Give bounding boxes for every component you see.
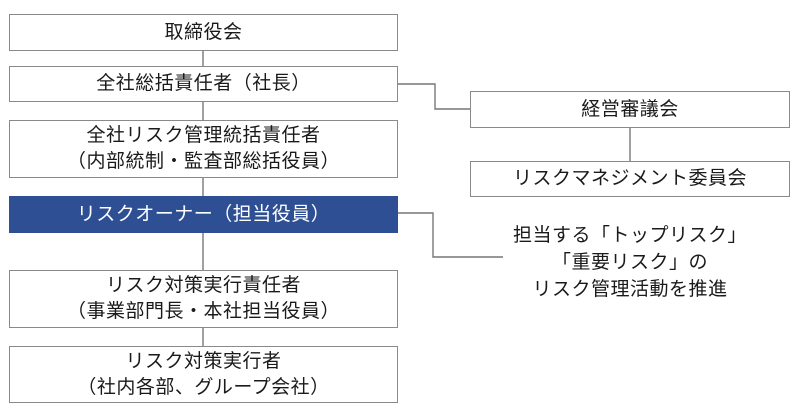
risk-owner-label: リスクオーナー（担当役員） <box>76 202 331 225</box>
note-line-3: リスク管理活動を推進 <box>532 277 728 300</box>
executors-subtitle: （社内各部、グループ会社） <box>77 375 330 398</box>
countermeasure-lead-subtitle: （事業部門長・本社担当役員） <box>66 300 340 322</box>
branch-to-management-council <box>397 83 470 110</box>
rm-committee-label: リスクマネジメント委員会 <box>512 167 747 190</box>
president-label: 全社総括責任者（社長） <box>96 72 311 95</box>
owner-to-note-line <box>397 212 503 258</box>
note-line-2: 「重要リスク」の <box>551 250 708 273</box>
executors-title: リスク対策実行者 <box>125 349 282 372</box>
risk-officer-subtitle: （内部統制・監査部総括役員） <box>66 150 340 172</box>
risk-officer-box: 全社リスク管理統括責任者 （内部統制・監査部総括役員） <box>9 120 398 178</box>
board-label: 取締役会 <box>164 20 243 43</box>
president-box: 全社総括責任者（社長） <box>9 66 398 102</box>
note-line-1: 担当する「トップリスク」 <box>512 224 747 246</box>
rm-committee-box: リスクマネジメント委員会 <box>470 161 790 197</box>
risk-owner-note: 担当する「トップリスク」 「重要リスク」の リスク管理活動を推進 <box>505 222 755 303</box>
risk-officer-title: 全社リスク管理統括責任者 <box>86 124 321 147</box>
management-council-label: 経営審議会 <box>581 97 679 120</box>
risk-owner-box: リスクオーナー（担当役員） <box>9 196 398 233</box>
executors-box: リスク対策実行者 （社内各部、グループ会社） <box>9 346 398 403</box>
countermeasure-lead-title: リスク対策実行責任者 <box>105 274 301 297</box>
countermeasure-lead-box: リスク対策実行責任者 （事業部門長・本社担当役員） <box>9 270 398 328</box>
board-box: 取締役会 <box>9 14 398 51</box>
management-council-box: 経営審議会 <box>470 91 790 128</box>
